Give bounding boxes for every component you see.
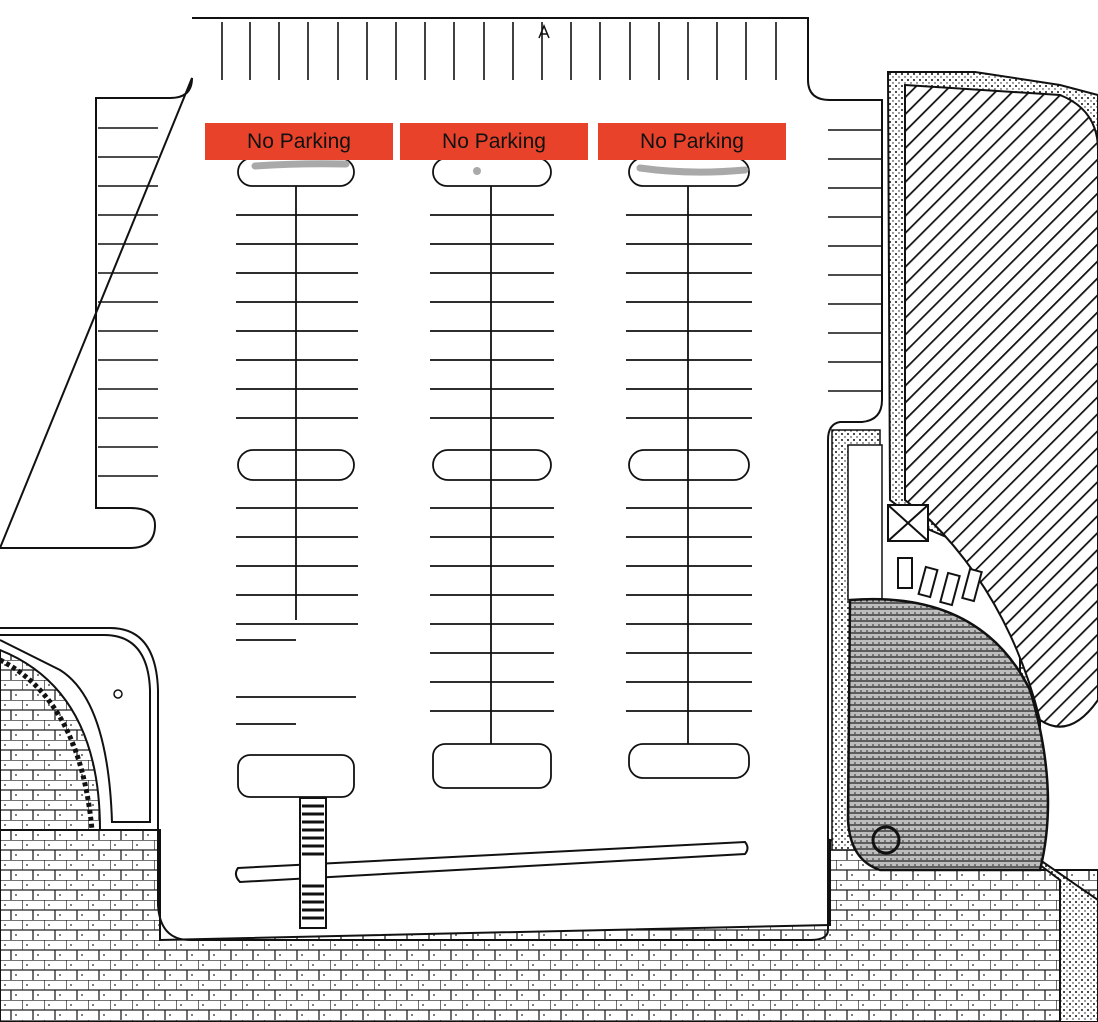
landscape-hatch	[904, 83, 1098, 728]
utility-box-icon	[887, 504, 929, 542]
parking-row-1	[236, 157, 358, 798]
crosswalk-stripes	[299, 797, 327, 929]
parking-row-3	[626, 157, 752, 779]
top-parking-stalls	[221, 22, 777, 80]
left-parking-stalls	[98, 127, 158, 477]
parking-row-2	[430, 157, 554, 789]
circular-plaza	[0, 648, 123, 831]
island-highlight-marks	[251, 160, 749, 176]
planting-area	[846, 597, 1050, 872]
no-parking-label-1: No Parking	[205, 123, 393, 160]
bench-pads	[897, 557, 983, 607]
no-parking-label-3: No Parking	[598, 123, 786, 160]
right-parking-stalls	[828, 129, 882, 392]
highlight-dot	[473, 167, 481, 175]
bottom-island	[234, 840, 749, 884]
north-arrow-icon	[538, 24, 550, 39]
no-parking-label-2: No Parking	[400, 123, 588, 160]
parking-lot-outline	[0, 17, 883, 941]
